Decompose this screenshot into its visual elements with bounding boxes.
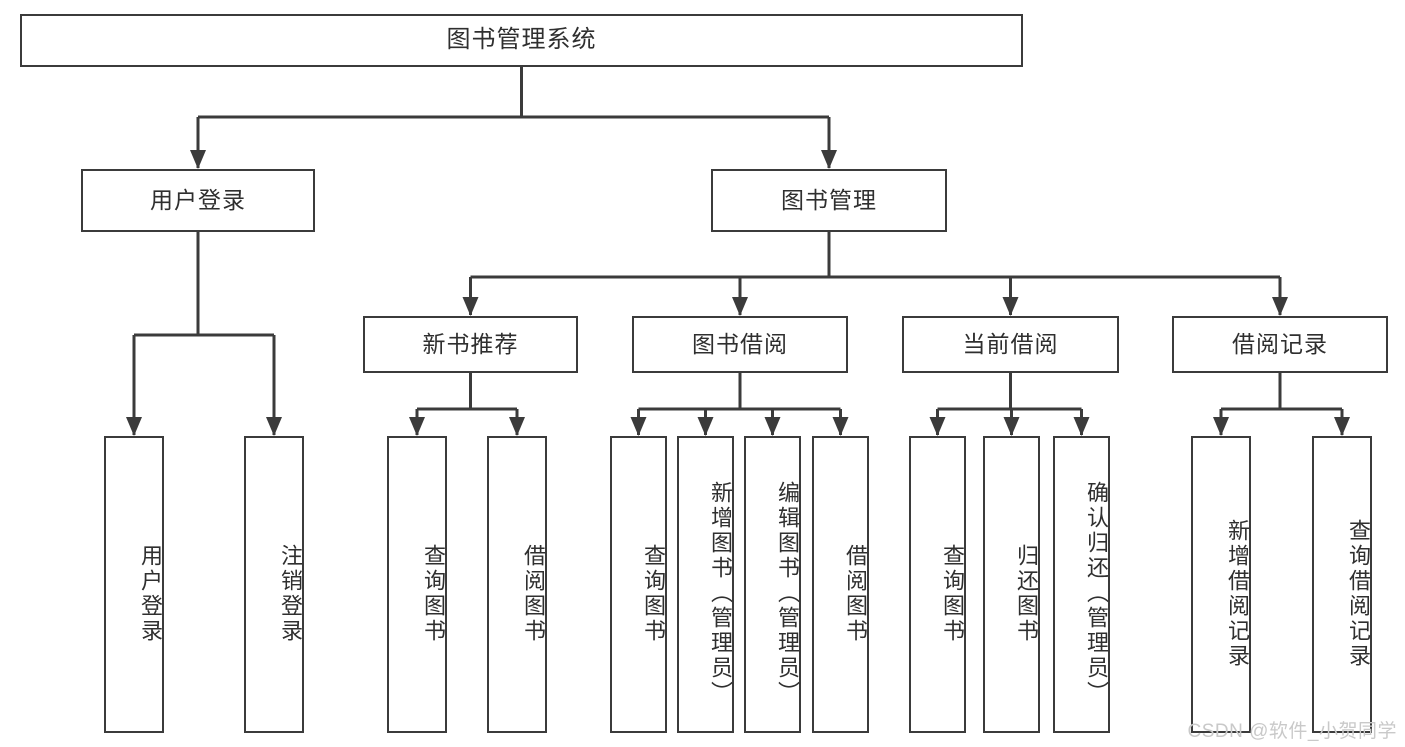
node-label: 借阅图书 — [843, 543, 868, 644]
node-n-borrow[interactable]: 借阅图书 — [487, 436, 547, 733]
arrow-icon-b-query — [630, 417, 647, 436]
node-b-query[interactable]: 查询图书 — [610, 436, 667, 733]
arrow-icon-c-return — [1003, 417, 1020, 436]
arrow-icon-c-query — [929, 417, 946, 436]
node-label: 图书管理 — [781, 186, 877, 213]
node-label: 图书借阅 — [692, 330, 788, 357]
node-c-confirm[interactable]: 确认归还（管理员） — [1053, 436, 1110, 733]
node-label: 图书管理系统 — [446, 26, 597, 54]
node-label: 借阅图书 — [521, 543, 546, 644]
node-bookmgmt[interactable]: 图书管理 — [711, 169, 947, 232]
node-label: 新书推荐 — [422, 330, 519, 357]
node-newbook[interactable]: 新书推荐 — [363, 316, 578, 373]
arrow-icon-bookmgmt — [821, 150, 837, 169]
node-b-add[interactable]: 新增图书（管理员） — [677, 436, 734, 733]
node-label: 查询图书 — [641, 543, 666, 644]
arrow-icon-l-logout — [266, 417, 282, 436]
node-records[interactable]: 借阅记录 — [1172, 316, 1388, 373]
node-label: 借阅记录 — [1232, 330, 1328, 357]
arrow-icon-r-query — [1334, 417, 1350, 436]
node-l-logout[interactable]: 注销登录 — [244, 436, 304, 733]
node-root[interactable]: 图书管理系统 — [20, 14, 1023, 67]
node-current[interactable]: 当前借阅 — [902, 316, 1119, 373]
node-b-lend[interactable]: 借阅图书 — [812, 436, 869, 733]
node-l-login[interactable]: 用户登录 — [104, 436, 164, 733]
arrow-icon-n-borrow — [509, 417, 525, 436]
node-r-add[interactable]: 新增借阅记录 — [1191, 436, 1251, 733]
arrow-icon-l-login — [126, 417, 142, 436]
node-label: 新增图书（管理员） — [708, 481, 733, 706]
node-c-query[interactable]: 查询图书 — [909, 436, 966, 733]
node-label: 确认归还（管理员） — [1084, 481, 1109, 706]
node-label: 用户登录 — [138, 543, 163, 644]
node-r-query[interactable]: 查询借阅记录 — [1312, 436, 1372, 733]
arrow-icon-b-lend — [832, 417, 849, 436]
arrow-icon-current — [1002, 297, 1019, 316]
node-n-query[interactable]: 查询图书 — [387, 436, 447, 733]
node-label: 归还图书 — [1014, 543, 1039, 644]
node-label: 当前借阅 — [962, 330, 1059, 357]
node-label: 用户登录 — [150, 186, 246, 213]
node-label: 新增借阅记录 — [1225, 518, 1250, 669]
arrow-icon-login — [190, 150, 206, 169]
arrow-icon-b-edit — [764, 417, 781, 436]
node-label: 查询图书 — [940, 543, 965, 644]
node-c-return[interactable]: 归还图书 — [983, 436, 1040, 733]
node-b-edit[interactable]: 编辑图书（管理员） — [744, 436, 801, 733]
node-label: 查询借阅记录 — [1346, 518, 1371, 669]
arrow-icon-records — [1272, 297, 1288, 316]
watermark-label: CSDN @软件_小贺同学 — [1187, 721, 1397, 742]
node-borrow[interactable]: 图书借阅 — [632, 316, 848, 373]
arrow-icon-borrow — [732, 297, 748, 316]
node-label: 注销登录 — [278, 543, 303, 644]
arrow-icon-newbook — [462, 297, 479, 316]
node-label: 编辑图书（管理员） — [775, 481, 800, 706]
arrow-icon-c-confirm — [1073, 417, 1090, 436]
node-login[interactable]: 用户登录 — [81, 169, 315, 232]
node-label: 查询图书 — [421, 543, 446, 644]
arrow-icon-b-add — [697, 417, 714, 436]
arrow-icon-r-add — [1213, 417, 1229, 436]
arrow-icon-n-query — [409, 417, 425, 436]
